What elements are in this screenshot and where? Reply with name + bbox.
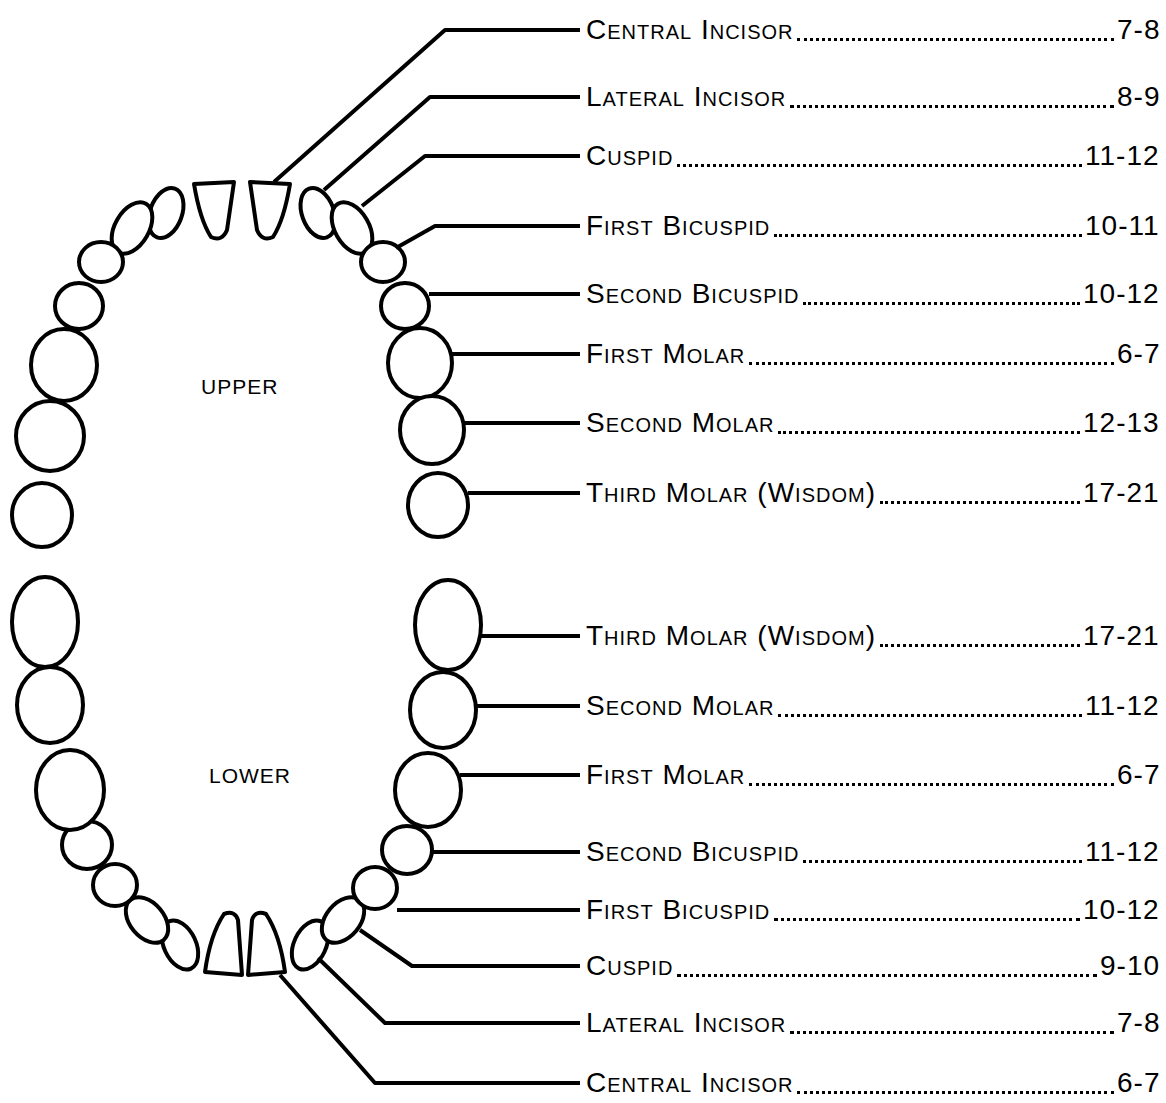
eruption-age: 6-7 bbox=[1117, 761, 1160, 789]
dot-leader bbox=[774, 918, 1080, 921]
leader-line bbox=[468, 491, 580, 495]
tooth bbox=[415, 580, 481, 670]
tooth bbox=[400, 396, 464, 464]
leader-line bbox=[452, 352, 580, 356]
tooth bbox=[36, 750, 104, 830]
tooth bbox=[79, 242, 123, 282]
dot-leader bbox=[790, 1031, 1114, 1034]
tooth bbox=[17, 667, 83, 743]
eruption-age: 8-9 bbox=[1117, 83, 1160, 111]
dot-leader bbox=[803, 860, 1082, 863]
dot-leader bbox=[749, 783, 1114, 786]
tooth-name: Central Incisor bbox=[586, 16, 793, 44]
leader-line bbox=[481, 634, 580, 638]
eruption-age: 10-12 bbox=[1083, 896, 1160, 924]
eruption-age: 6-7 bbox=[1117, 340, 1160, 368]
arch-label: LOWER bbox=[209, 765, 291, 786]
tooth bbox=[353, 867, 397, 909]
tooth-name: First Molar bbox=[586, 761, 745, 789]
tooth-name: Second Molar bbox=[586, 692, 774, 720]
tooth bbox=[16, 401, 84, 471]
leader-line bbox=[318, 958, 580, 1023]
leader-line bbox=[464, 421, 580, 425]
tooth bbox=[395, 753, 461, 827]
dot-leader bbox=[774, 234, 1082, 237]
dot-leader bbox=[797, 1091, 1114, 1094]
tooth bbox=[194, 182, 234, 238]
tooth bbox=[93, 864, 137, 906]
dot-leader bbox=[677, 164, 1082, 167]
tooth bbox=[250, 182, 290, 238]
tooth-name: Third Molar (Wisdom) bbox=[586, 479, 876, 507]
dot-leader bbox=[749, 362, 1114, 365]
tooth-name: Second Bicuspid bbox=[586, 838, 799, 866]
leader-line bbox=[280, 975, 580, 1083]
tooth-name: Third Molar (Wisdom) bbox=[586, 622, 876, 650]
tooth-name: Second Molar bbox=[586, 409, 774, 437]
eruption-age: 7-8 bbox=[1117, 16, 1160, 44]
eruption-age: 10-11 bbox=[1085, 212, 1160, 240]
leader-line bbox=[324, 97, 580, 190]
tooth-name: Second Bicuspid bbox=[586, 280, 799, 308]
tooth-name: Cuspid bbox=[586, 952, 673, 980]
leader-line bbox=[397, 908, 580, 912]
eruption-age: 9-10 bbox=[1100, 952, 1160, 980]
dot-leader bbox=[880, 644, 1080, 647]
tooth bbox=[12, 483, 72, 547]
dot-leader bbox=[880, 501, 1080, 504]
tooth bbox=[410, 672, 476, 748]
tooth bbox=[382, 826, 432, 874]
leader-line bbox=[476, 704, 580, 708]
leader-line bbox=[460, 773, 580, 777]
leader-line bbox=[362, 156, 580, 206]
tooth bbox=[408, 473, 468, 537]
dot-leader bbox=[778, 431, 1080, 434]
dot-leader bbox=[797, 38, 1114, 41]
tooth-name: First Bicuspid bbox=[586, 896, 770, 924]
eruption-age: 6-7 bbox=[1117, 1069, 1160, 1097]
dot-leader bbox=[803, 302, 1080, 305]
eruption-age: 11-12 bbox=[1085, 838, 1160, 866]
dot-leader bbox=[778, 714, 1082, 717]
eruption-age: 17-21 bbox=[1083, 479, 1160, 507]
tooth bbox=[248, 913, 285, 975]
eruption-age: 11-12 bbox=[1085, 692, 1160, 720]
arch-label: UPPER bbox=[201, 376, 278, 397]
eruption-age: 11-12 bbox=[1085, 142, 1160, 170]
tooth bbox=[381, 283, 429, 329]
dot-leader bbox=[677, 974, 1097, 977]
leader-lines bbox=[274, 30, 580, 1083]
tooth bbox=[55, 283, 103, 329]
tooth-name: First Molar bbox=[586, 340, 745, 368]
tooth bbox=[31, 329, 97, 401]
eruption-age: 17-21 bbox=[1083, 622, 1160, 650]
leader-line bbox=[360, 930, 580, 966]
tooth bbox=[12, 577, 78, 667]
tooth-name: Cuspid bbox=[586, 142, 673, 170]
dot-leader bbox=[790, 105, 1114, 108]
leader-line bbox=[274, 30, 580, 182]
leader-line bbox=[396, 226, 580, 248]
leader-line bbox=[429, 292, 580, 296]
eruption-age: 10-12 bbox=[1083, 280, 1160, 308]
tooth bbox=[388, 328, 452, 398]
tooth-name: First Bicuspid bbox=[586, 212, 770, 240]
tooth-name: Central Incisor bbox=[586, 1069, 793, 1097]
tooth bbox=[205, 913, 242, 975]
leader-line bbox=[432, 850, 580, 854]
eruption-age: 7-8 bbox=[1117, 1009, 1160, 1037]
tooth-name: Lateral Incisor bbox=[586, 1009, 786, 1037]
eruption-age: 12-13 bbox=[1083, 409, 1160, 437]
tooth-name: Lateral Incisor bbox=[586, 83, 786, 111]
